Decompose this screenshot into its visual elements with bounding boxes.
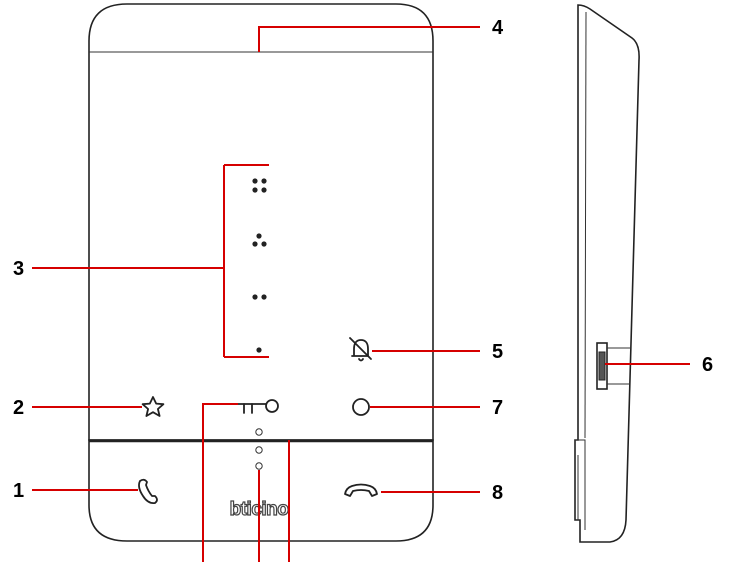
ring-icon[interactable] [352, 398, 370, 416]
handset-icon[interactable] [138, 478, 158, 505]
callout-2: 2 [13, 397, 24, 419]
bottom-button-strip [88, 439, 434, 542]
front-view: bticino [88, 3, 434, 542]
leader-3 [32, 164, 269, 358]
level-indicator-3 [252, 233, 267, 247]
callout-1: 1 [13, 480, 24, 502]
callout-6: 6 [702, 354, 713, 376]
leader-key [202, 403, 238, 562]
leader-4 [258, 26, 480, 52]
level-indicator-2 [252, 294, 267, 300]
side-profile-outline [574, 4, 640, 543]
status-led-2 [255, 446, 263, 454]
side-profile-inner-edge [584, 11, 587, 439]
key-icon[interactable] [237, 399, 279, 414]
callout-numbers: 1 2 3 4 5 6 7 8 [13, 17, 713, 504]
callout-3: 3 [13, 258, 24, 280]
side-slider-knob[interactable] [598, 351, 606, 381]
callout-4: 4 [492, 17, 504, 39]
status-led-1 [255, 428, 263, 436]
status-led-3 [255, 462, 263, 470]
side-view [574, 4, 640, 543]
bell-exclusion-icon[interactable] [349, 337, 372, 362]
callout-5: 5 [492, 341, 503, 363]
end-call-icon[interactable] [344, 483, 378, 497]
callout-leaders [32, 26, 690, 562]
level-indicator-1 [256, 347, 262, 353]
level-indicator-4 [252, 178, 267, 193]
side-profile-base [575, 439, 586, 530]
star-icon[interactable] [141, 396, 165, 417]
callout-8: 8 [492, 482, 503, 504]
callout-7: 7 [492, 397, 503, 419]
device-body-outline [88, 3, 434, 441]
